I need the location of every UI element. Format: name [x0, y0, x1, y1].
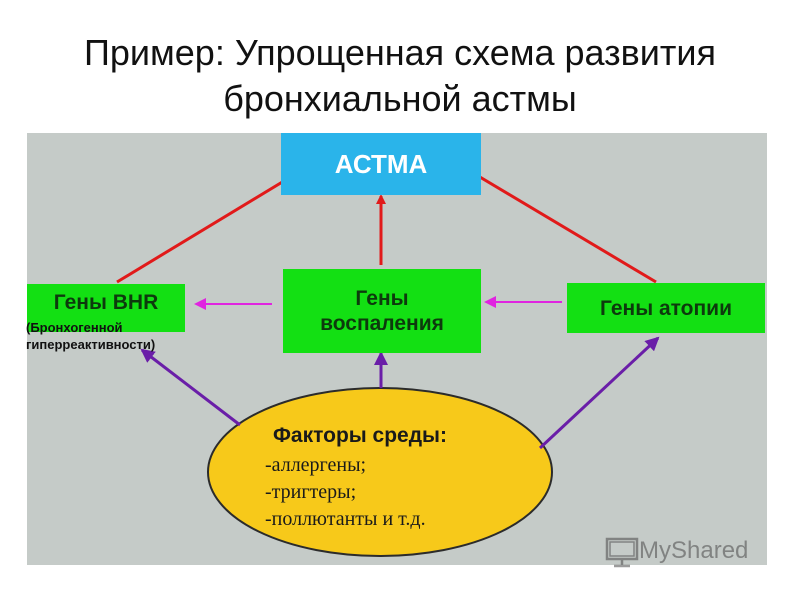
bhr-genes-label: Гены BHR — [53, 291, 159, 314]
watermark-text-shared: Shared — [671, 537, 749, 564]
environment-text: Факторы среды: -аллергены; -тригтеры; -п… — [265, 424, 447, 533]
atopy-genes-box: Гены атопии — [567, 283, 765, 333]
inflammation-label-line-2: воспаления — [320, 312, 444, 335]
arrow-environment-to-bhr — [140, 348, 241, 427]
arrow-atopy-to-asthma — [446, 156, 657, 284]
asthma-label: АСТМА — [334, 148, 428, 179]
slide-title: Пример: Упрощенная схема развития бронхи… — [0, 30, 800, 122]
environment-heading: Факторы среды: — [273, 424, 447, 447]
title-line-1: Пример: Упрощенная схема развития — [84, 32, 716, 73]
bhr-note: (Бронхогенной гиперреактивности) — [26, 319, 155, 353]
environment-item-triggers: -тригтеры; — [265, 481, 357, 503]
environment-item-pollutants: -поллютанты и т.д. — [265, 508, 426, 530]
presentation-screen-icon — [605, 537, 639, 568]
bhr-note-line-2: гиперреактивности) — [26, 337, 156, 352]
atopy-genes-label: Гены атопии — [600, 296, 732, 320]
bhr-genes-box: Гены BHR — [27, 284, 185, 332]
arrow-environment-to-atopy — [538, 336, 660, 450]
asthma-box: АСТМА — [281, 133, 481, 195]
title-line-2: бронхиальной астмы — [223, 78, 577, 119]
inflammation-label-line-1: Гены — [355, 287, 409, 310]
bhr-note-line-1: (Бронхогенной — [26, 320, 123, 335]
environment-item-allergens: -аллергены; — [265, 454, 367, 476]
inflammation-genes-box: Гены воспаления — [283, 269, 481, 353]
watermark-text-my: My — [639, 537, 671, 564]
